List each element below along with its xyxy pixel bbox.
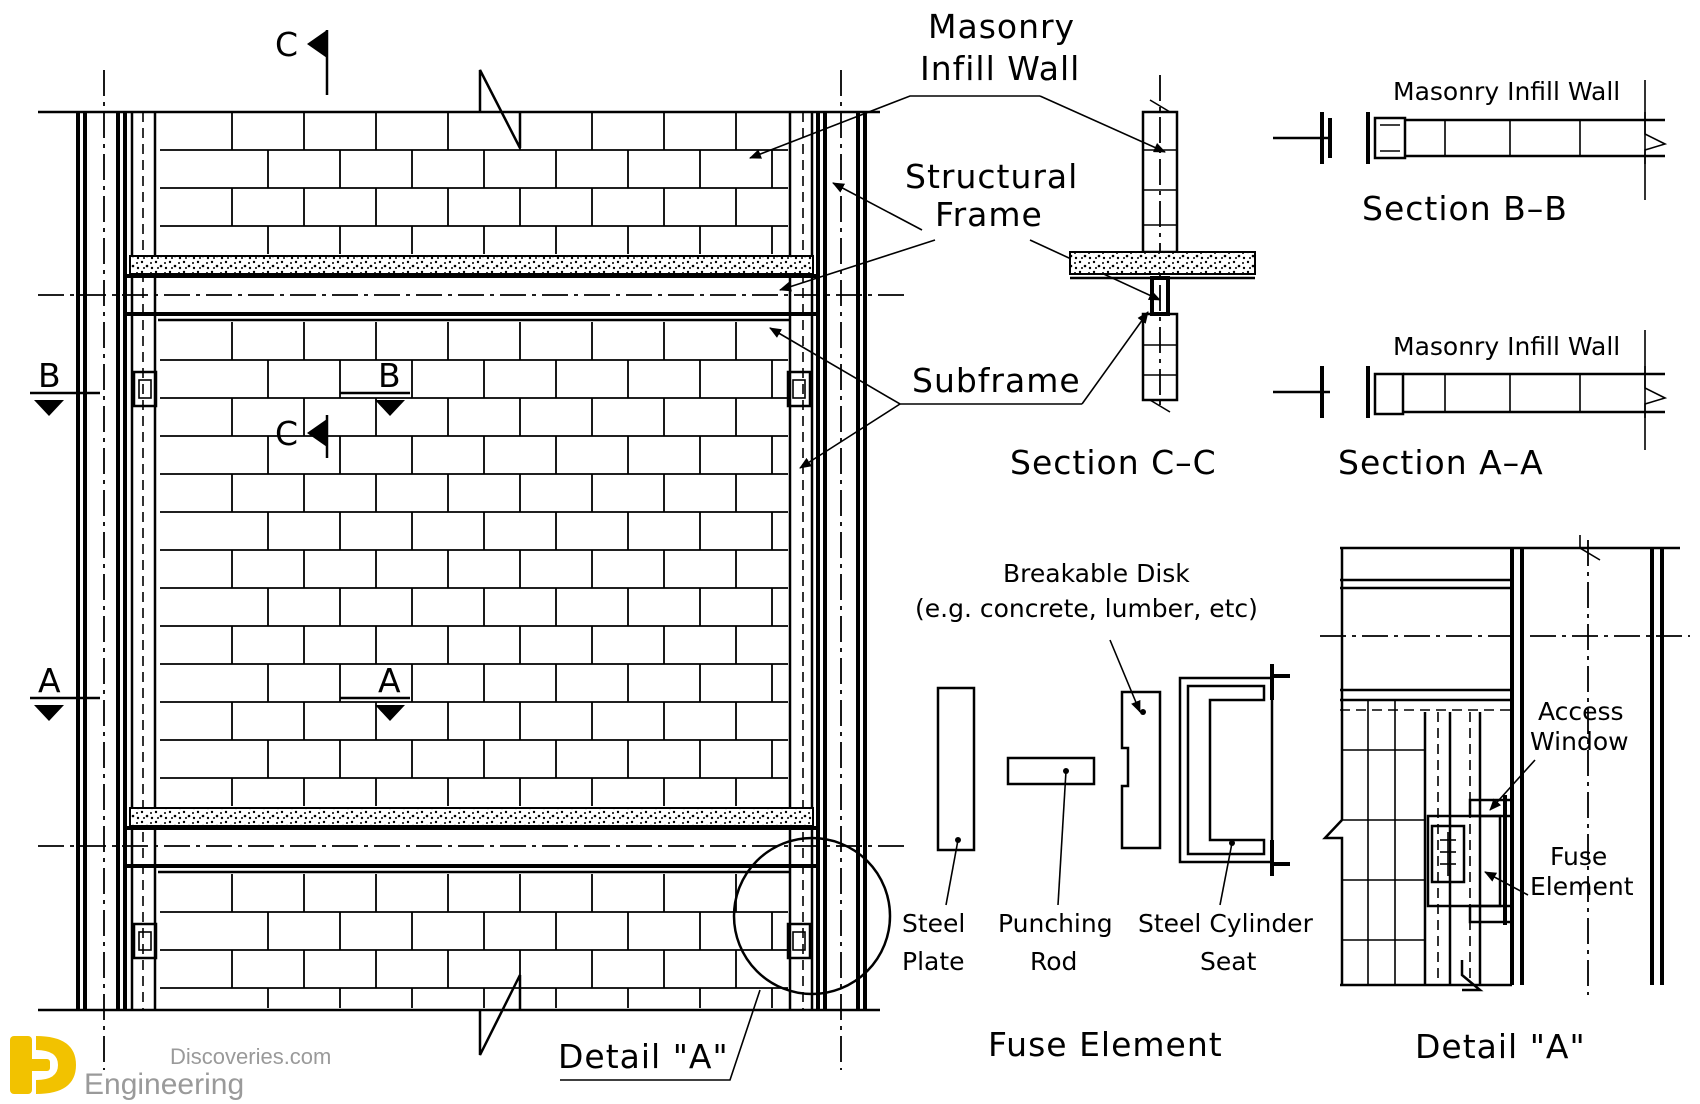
steel-plate-shape xyxy=(936,686,976,852)
detail-a: Access Window Fuse Element Detail "A" xyxy=(1320,535,1690,1066)
section-marker-b-mid: B xyxy=(378,356,402,395)
main-elevation xyxy=(38,69,905,1070)
breakable-disk-label-line1: Breakable Disk xyxy=(1003,559,1190,588)
masonry-brick-panels xyxy=(160,112,788,1008)
section-aa-title: Section A–A xyxy=(1338,443,1544,482)
fuse-connectors xyxy=(132,370,812,960)
structural-frame-label-line2: Frame xyxy=(935,195,1043,234)
access-window-label-line2: Window xyxy=(1530,727,1629,756)
breakable-disk-label-line2: (e.g. concrete, lumber, etc) xyxy=(915,594,1258,623)
section-marker-b-left: B xyxy=(38,356,62,395)
masonry-infill-wall-label-line1: Masonry xyxy=(928,7,1075,46)
section-marker-a-left: A xyxy=(38,661,62,700)
section-bb: Masonry Infill Wall Section B–B xyxy=(1273,77,1668,228)
structural-frame-label-line1: Structural xyxy=(905,157,1078,196)
steel-cylinder-seat-shape xyxy=(1178,664,1290,876)
steel-cylinder-seat-label-line1: Steel Cylinder xyxy=(1138,909,1314,938)
detail-a-callout-label: Detail "A" xyxy=(558,1037,729,1076)
section-markers: C C B B A A xyxy=(30,25,410,721)
section-bb-masonry-label: Masonry Infill Wall xyxy=(1393,77,1620,106)
section-cc: Section C–C xyxy=(1010,75,1256,482)
steel-plate-label-line2: Plate xyxy=(902,947,965,976)
section-bb-title: Section B–B xyxy=(1362,189,1568,228)
watermark-line2: Engineering xyxy=(84,1068,244,1101)
watermark-line1: Discoveries.com xyxy=(170,1044,331,1069)
section-marker-c-mid: C xyxy=(275,414,299,453)
punching-rod-label-line2: Rod xyxy=(1030,947,1077,976)
section-marker-c-top: C xyxy=(275,25,299,64)
fuse-element-title: Fuse Element xyxy=(988,1025,1223,1064)
subframe-label: Subframe xyxy=(912,361,1081,400)
section-cc-title: Section C–C xyxy=(1010,443,1217,482)
masonry-infill-wall-label-line2: Infill Wall xyxy=(920,49,1080,88)
steel-cylinder-seat-label-line2: Seat xyxy=(1200,947,1257,976)
steel-plate-label-line1: Steel xyxy=(902,909,965,938)
fuse-element-detail-label-line1: Fuse xyxy=(1550,842,1607,871)
section-aa: Masonry Infill Wall Section A–A xyxy=(1273,330,1668,482)
punching-rod-label-line1: Punching xyxy=(998,909,1113,938)
watermark: Discoveries.com Engineering xyxy=(10,1036,331,1101)
section-aa-masonry-label: Masonry Infill Wall xyxy=(1393,332,1620,361)
main-labels: Masonry Infill Wall Structural Frame Sub… xyxy=(558,7,1166,1081)
fuse-element-detail-label-line2: Element xyxy=(1530,872,1634,901)
detail-a-title: Detail "A" xyxy=(1415,1027,1586,1066)
section-marker-a-mid: A xyxy=(378,661,402,700)
fuse-element-parts: Breakable Disk (e.g. concrete, lumber, e… xyxy=(902,559,1314,1064)
access-window-label-line1: Access xyxy=(1538,697,1624,726)
punching-rod-shape xyxy=(1006,756,1096,786)
breakable-disk-shape xyxy=(1120,690,1162,850)
engineering-discoveries-logo-icon xyxy=(10,1036,76,1094)
